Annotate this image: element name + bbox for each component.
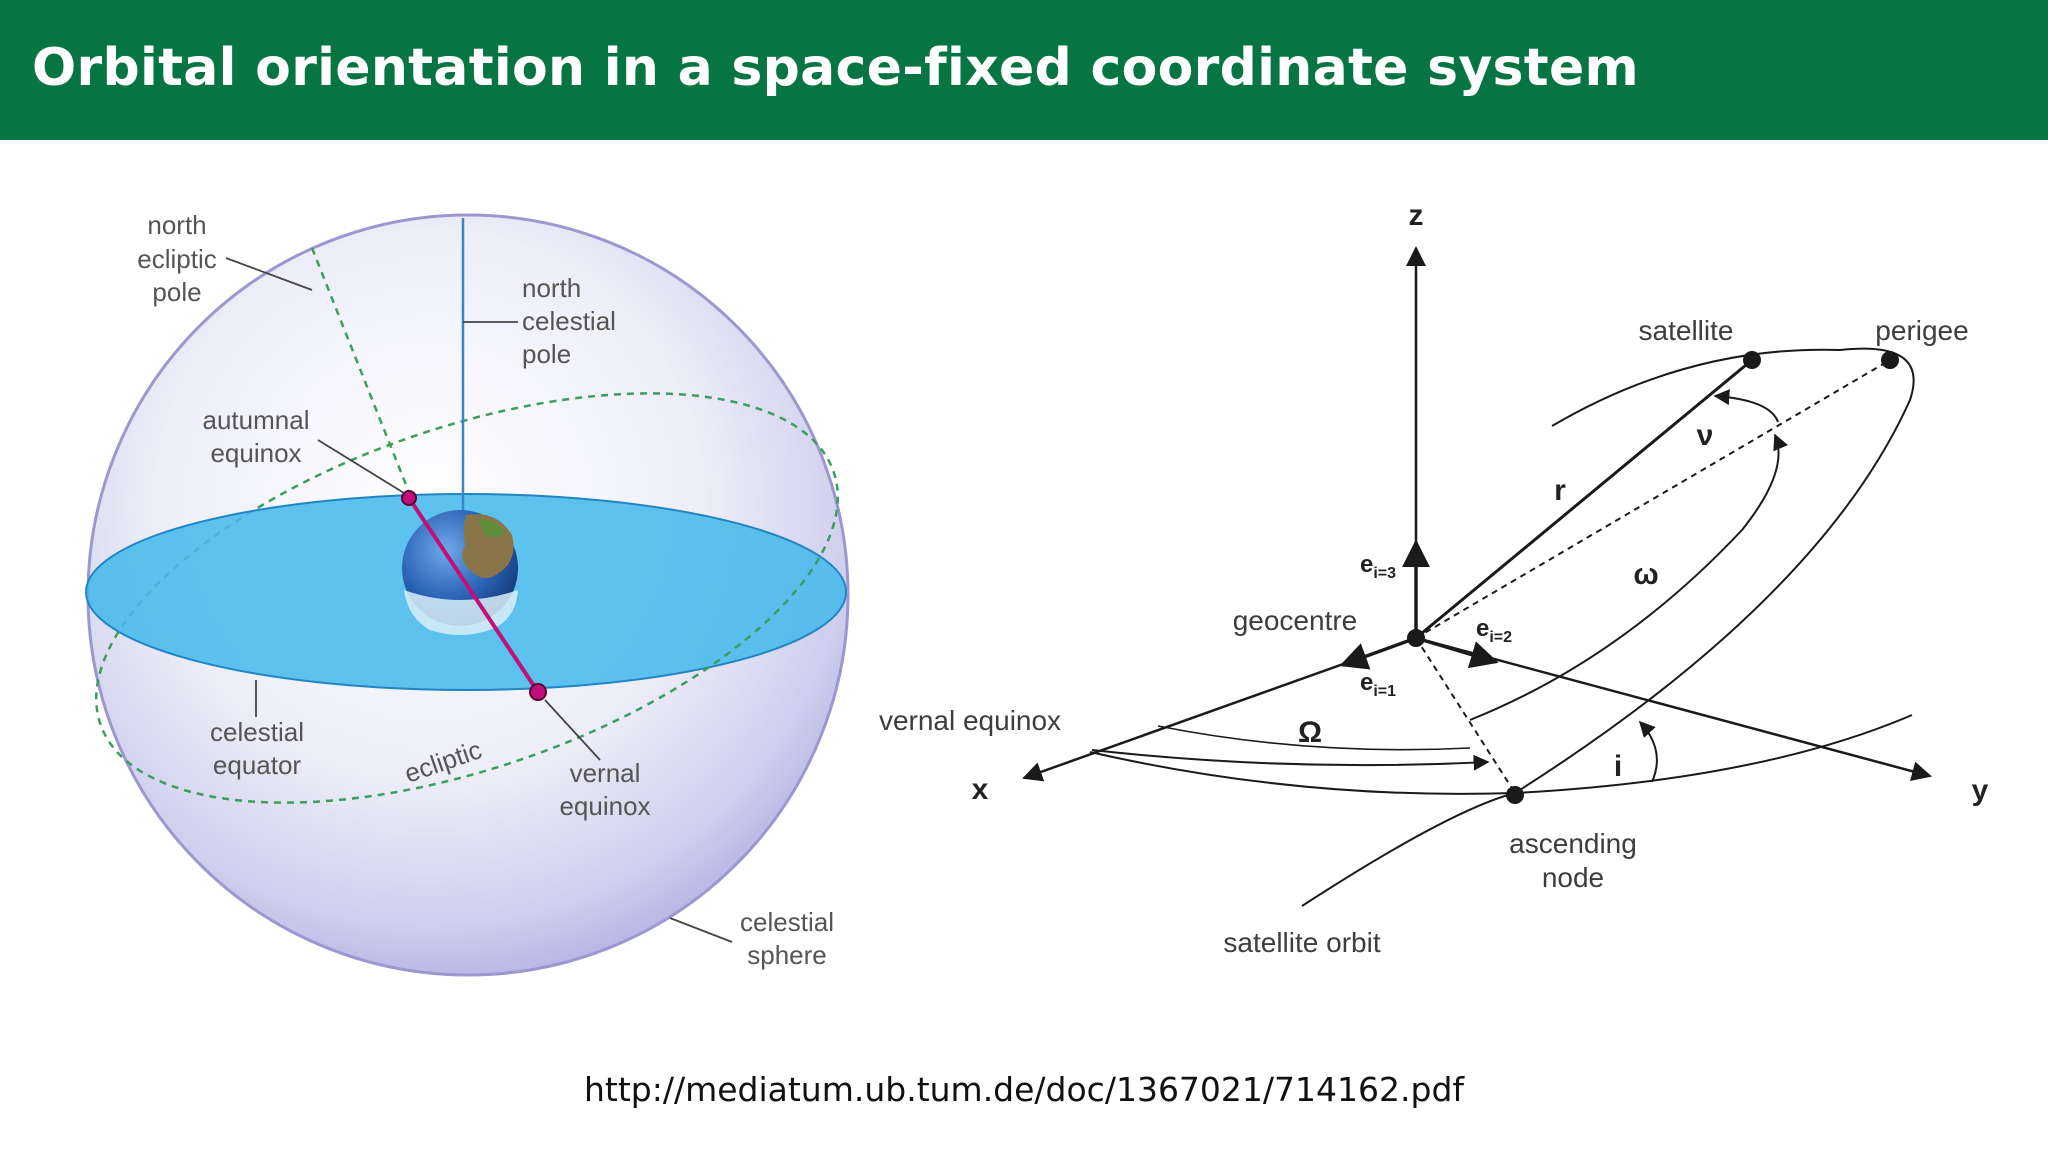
svg-text:celestial: celestial <box>740 907 834 937</box>
ecliptic-pole-axis <box>310 247 414 501</box>
ecliptic-front <box>121 438 840 804</box>
source-url: http://mediatum.ub.tum.de/doc/1367021/71… <box>583 1070 1465 1109</box>
svg-text:sphere: sphere <box>747 940 827 970</box>
r-label: r <box>1554 474 1566 507</box>
vernal-equinox-point <box>529 683 547 701</box>
omega-arc <box>1091 749 1490 771</box>
y-axis <box>1415 636 1932 781</box>
geocentre-label: geocentre <box>1233 605 1358 636</box>
autumnal-equinox-label: autumnal equinox <box>203 405 310 468</box>
autumnal-equinox-point <box>401 490 417 506</box>
satellite-orbit-label: satellite orbit <box>1223 927 1380 958</box>
ascending-node-point <box>1506 786 1524 804</box>
celestial-equator-label: celestial equator <box>210 717 304 780</box>
svg-text:north: north <box>522 273 581 303</box>
ascending-node-label: ascending node <box>1509 828 1637 893</box>
e-i3-label: ei=3 <box>1360 551 1396 582</box>
argument-of-perigee-arc <box>1469 433 1789 721</box>
nu-label: ν <box>1697 419 1714 452</box>
perigee-point <box>1881 351 1899 369</box>
e-i2-label: ei=2 <box>1476 615 1512 646</box>
equator-arc <box>1089 714 1913 795</box>
omega-small-label: ω <box>1633 558 1658 591</box>
svg-text:celestial: celestial <box>210 717 304 747</box>
north-ecliptic-pole-label: north ecliptic pole <box>137 210 216 307</box>
celestial-sphere-label: celestial sphere <box>740 907 834 970</box>
capital-omega-label: Ω <box>1298 716 1322 749</box>
vernal-equinox-label-right: vernal equinox <box>879 705 1061 736</box>
svg-text:equinox: equinox <box>559 791 650 821</box>
slide-title: Orbital orientation in a space-fixed coo… <box>32 38 1639 98</box>
y-axis-label: y <box>1972 774 1989 807</box>
geocentre-point <box>1407 629 1425 647</box>
true-anomaly-arc <box>1713 389 1779 423</box>
z-axis-label: z <box>1409 199 1424 232</box>
svg-text:pole: pole <box>522 339 571 369</box>
satellite-label: satellite <box>1639 315 1734 346</box>
svg-text:vernal: vernal <box>570 758 641 788</box>
inclination-arc <box>1638 720 1658 783</box>
north-celestial-pole-label: north celestial pole <box>522 273 616 369</box>
inclination-label: i <box>1614 750 1622 783</box>
e-i2-vector <box>1415 636 1499 669</box>
omega-arc-upper <box>1157 725 1471 751</box>
e-i1-vector <box>1339 636 1417 670</box>
equinox-line <box>407 496 540 694</box>
satellite-orbit <box>1301 347 1915 907</box>
line-of-nodes <box>1415 637 1516 794</box>
x-axis-label: x <box>972 773 989 806</box>
svg-text:equinox: equinox <box>210 438 301 468</box>
ecliptic-back <box>94 392 813 758</box>
orbital-elements-diagram: z x y satellite perigee r ν ω ei=3 ei=2 … <box>879 199 1989 958</box>
svg-text:celestial: celestial <box>522 306 616 336</box>
svg-text:ecliptic: ecliptic <box>137 244 216 274</box>
svg-text:autumnal: autumnal <box>203 405 310 435</box>
svg-text:equator: equator <box>213 750 302 780</box>
svg-text:ascending: ascending <box>1509 828 1637 859</box>
position-vector-r <box>1415 358 1753 640</box>
svg-text:node: node <box>1542 862 1604 893</box>
svg-text:pole: pole <box>152 277 201 307</box>
vernal-equinox-label-left: vernal equinox <box>559 758 650 821</box>
perigee-direction <box>1415 359 1891 639</box>
earth-icon <box>402 510 518 635</box>
e-i1-label: ei=1 <box>1360 669 1396 700</box>
svg-text:north: north <box>147 210 206 240</box>
satellite-point <box>1743 351 1761 369</box>
celestial-sphere-diagram: north ecliptic pole north celestial pole… <box>85 210 850 977</box>
title-bar: Orbital orientation in a space-fixed coo… <box>0 0 2048 140</box>
perigee-label: perigee <box>1875 315 1968 346</box>
